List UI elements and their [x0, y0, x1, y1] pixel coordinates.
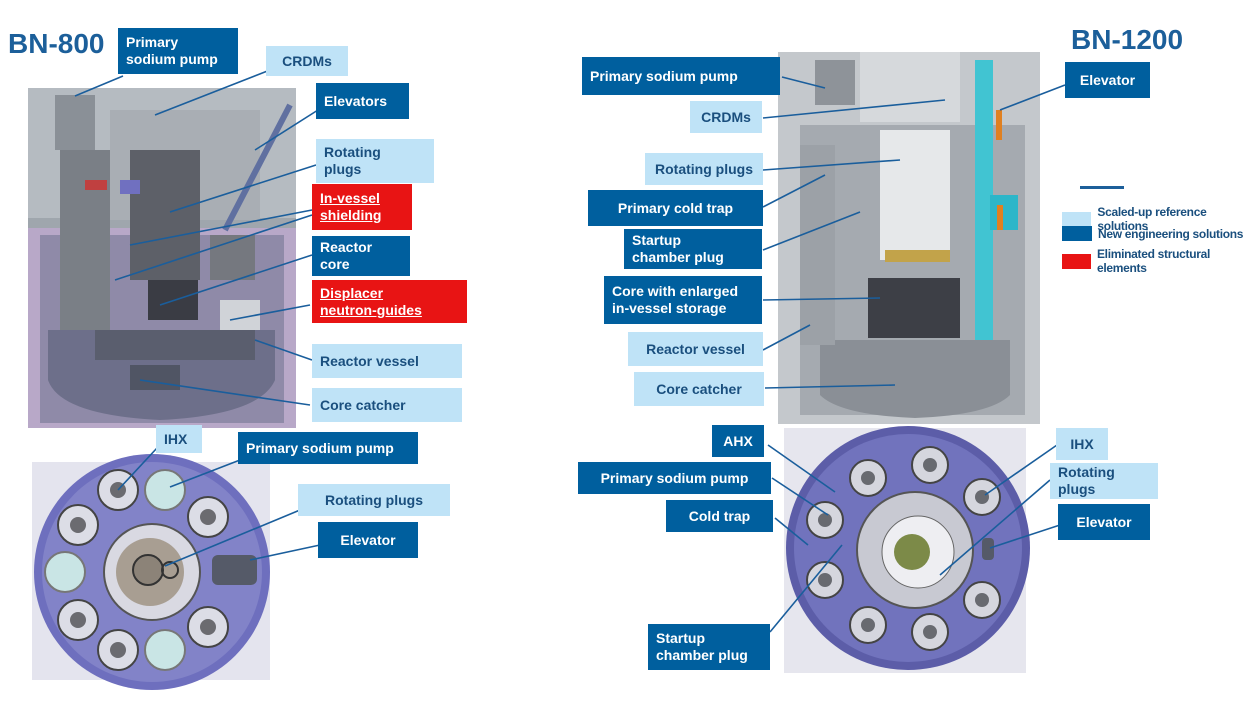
bn1200-section-illustration [778, 52, 1040, 424]
bn1200-core-enlarged-storage-label: Core with enlarged in-vessel storage [604, 276, 762, 324]
bn1200-primary-sodium-pump-label: Primary sodium pump [582, 57, 780, 95]
bn800-reactor-core-label: Reactor core [312, 236, 410, 276]
bn1200-elevator-label: Elevator [1065, 62, 1150, 98]
bn1200-plan-illustration [784, 426, 1030, 673]
bn1200-title: BN-1200 [1071, 24, 1184, 55]
bn800-plan-illustration [32, 454, 270, 690]
bn1200-startup-chamber-plug-top-label: Startup chamber plug [648, 624, 770, 670]
bn1200-core-catcher-label: Core catcher [634, 372, 764, 406]
bn800-elevators-label: Elevators [316, 83, 409, 119]
legend-item-scaled-up: Scaled-up reference solutions [1062, 205, 1257, 233]
bn1200-rotating-plugs-label: Rotating plugs [645, 153, 763, 185]
bn800-title: BN-800 [8, 28, 105, 59]
bn800-crdms-label: CRDMs [266, 46, 348, 76]
bn1200-reactor-vessel-label: Reactor vessel [628, 332, 763, 366]
legend-label-new-solutions: New engineering solutions [1098, 226, 1244, 241]
bn800-rotating-plugs-label: Rotating plugs [316, 139, 434, 183]
bn800-ihx-label: IHX [156, 425, 202, 453]
bn800-core-catcher-label: Core catcher [312, 388, 462, 422]
legend-divider [1080, 186, 1124, 189]
bn1200-primary-sodium-pump-top-label: Primary sodium pump [578, 462, 771, 494]
bn800-primary-sodium-pump-label: Primary sodium pump [118, 28, 238, 74]
bn1200-ihx-top-label: IHX [1056, 428, 1108, 460]
legend-item-new-solutions: New engineering solutions [1062, 226, 1243, 241]
bn800-reactor-vessel-label: Reactor vessel [312, 344, 462, 378]
legend-swatch-new-solutions [1062, 226, 1092, 241]
bn800-elevator-top-label: Elevator [318, 522, 418, 558]
bn800-primary-sodium-pump-top-label: Primary sodium pump [238, 432, 418, 464]
bn1200-ahx-label: AHX [712, 425, 764, 457]
leader-lines [74, 69, 1066, 633]
legend-swatch-scaled-up [1062, 211, 1092, 227]
legend-swatch-eliminated [1062, 253, 1091, 269]
bn800-in-vessel-shielding-label: In-vessel shielding [312, 184, 412, 230]
legend-label-eliminated: Eliminated structural elements [1096, 247, 1211, 275]
bn1200-cold-trap-top-label: Cold trap [666, 500, 773, 532]
bn1200-startup-chamber-plug-label: Startup chamber plug [624, 229, 762, 269]
bn800-displacer-neutron-guides-label: Displacer neutron-guides [312, 280, 467, 323]
bn800-rotating-plugs-top-label: Rotating plugs [298, 484, 450, 516]
legend-label-scaled-up: Scaled-up reference solutions [1097, 205, 1207, 233]
bn1200-elevator-top-label: Elevator [1058, 504, 1150, 540]
bn1200-crdms-label: CRDMs [690, 101, 762, 133]
bn1200-rotating-plugs-top-label: Rotating plugs [1050, 463, 1158, 499]
bn1200-primary-cold-trap-label: Primary cold trap [588, 190, 763, 226]
bn800-section-illustration [28, 88, 296, 428]
legend-item-eliminated: Eliminated structural elements [1062, 247, 1257, 275]
